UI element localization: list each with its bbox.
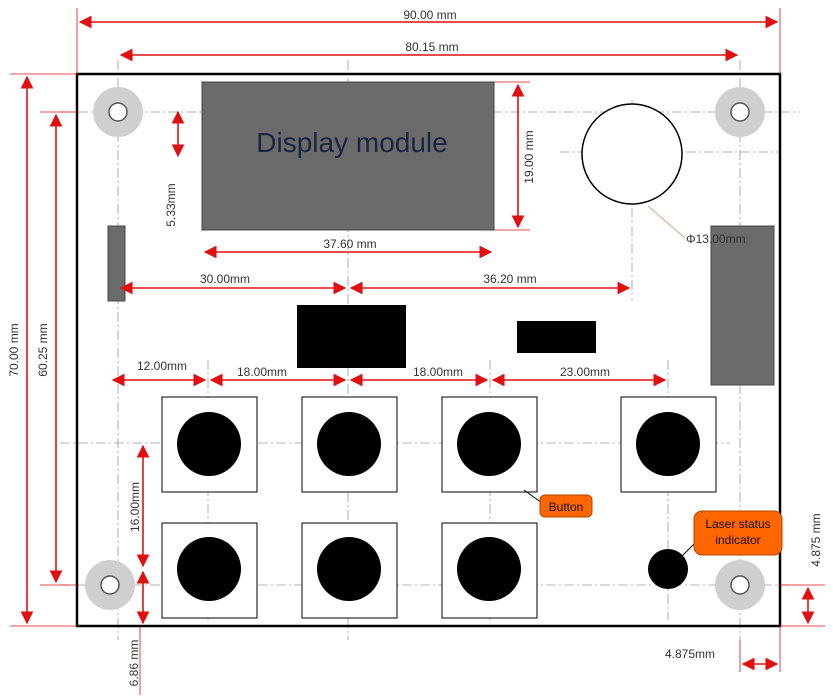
laser-status-callout-line1: Laser status bbox=[705, 517, 770, 531]
dim-hole-inset-right-h-text: 4.875mm bbox=[665, 647, 715, 661]
dim-hole-inset-right-v-text: 4.875 mm bbox=[809, 513, 823, 566]
display-module bbox=[201, 81, 495, 231]
dimension-arrows bbox=[20, 15, 815, 671]
mounting-holes bbox=[85, 87, 765, 610]
button-callout: Button bbox=[523, 489, 593, 518]
mounting-hole-bottom-left bbox=[85, 560, 135, 610]
speaker-outline bbox=[581, 103, 683, 205]
dim-hole-spacing-x-text: 80.15 mm bbox=[405, 40, 458, 54]
dim-button-x2-text: 18.00mm bbox=[237, 365, 287, 379]
mounting-hole-bottom-right bbox=[715, 560, 765, 610]
dim-overall-width-text: 90.00 mm bbox=[403, 8, 456, 22]
dim-hole-spacing-y-text: 60.25 mm bbox=[36, 323, 50, 376]
dim-button-x1-text: 12.00mm bbox=[137, 359, 187, 373]
dim-display-width-text: 37.60 mm bbox=[323, 237, 376, 251]
dim-center-to-speaker-text: 36.20 mm bbox=[483, 272, 536, 286]
button-top-3 bbox=[441, 396, 538, 493]
dim-bottom-offset-left-text: 6.86 mm bbox=[127, 640, 141, 687]
display-module-label: Display module bbox=[256, 127, 447, 158]
right-connector bbox=[710, 225, 775, 386]
left-connector bbox=[107, 225, 126, 302]
dim-display-top-offset-text: 5.33mm bbox=[164, 183, 178, 226]
laser-status-led bbox=[648, 549, 688, 589]
button-bottom-2 bbox=[301, 522, 398, 619]
button-callout-text: Button bbox=[549, 500, 584, 514]
extension-lines bbox=[10, 8, 825, 695]
speaker-diameter-text: Φ13.00mm bbox=[686, 232, 746, 246]
dim-overall-height-text: 70.00 mm bbox=[7, 323, 21, 376]
mounting-hole-top-right bbox=[715, 87, 765, 137]
chip-large bbox=[297, 305, 406, 368]
button-top-4 bbox=[620, 396, 717, 493]
mounting-hole-top-left bbox=[93, 87, 143, 137]
button-bottom-1 bbox=[161, 522, 258, 619]
button-top-1 bbox=[161, 396, 258, 493]
laser-status-callout-line2: indicator bbox=[715, 533, 760, 547]
dim-left-to-center-text: 30.00mm bbox=[200, 272, 250, 286]
button-bottom-3 bbox=[441, 522, 538, 619]
dim-button-pitch-y-text: 16.00mm bbox=[128, 482, 142, 532]
chip-small bbox=[517, 321, 596, 353]
button-top-2 bbox=[301, 396, 398, 493]
dim-display-height-text: 19.00 mm bbox=[522, 130, 536, 183]
board-outline bbox=[75, 72, 782, 628]
speaker-leader bbox=[647, 205, 686, 239]
dim-button-x3-text: 18.00mm bbox=[413, 365, 463, 379]
laser-status-callout: Laser status indicator bbox=[681, 510, 783, 557]
dim-button-x4-text: 23.00mm bbox=[560, 365, 610, 379]
buttons bbox=[161, 396, 717, 619]
